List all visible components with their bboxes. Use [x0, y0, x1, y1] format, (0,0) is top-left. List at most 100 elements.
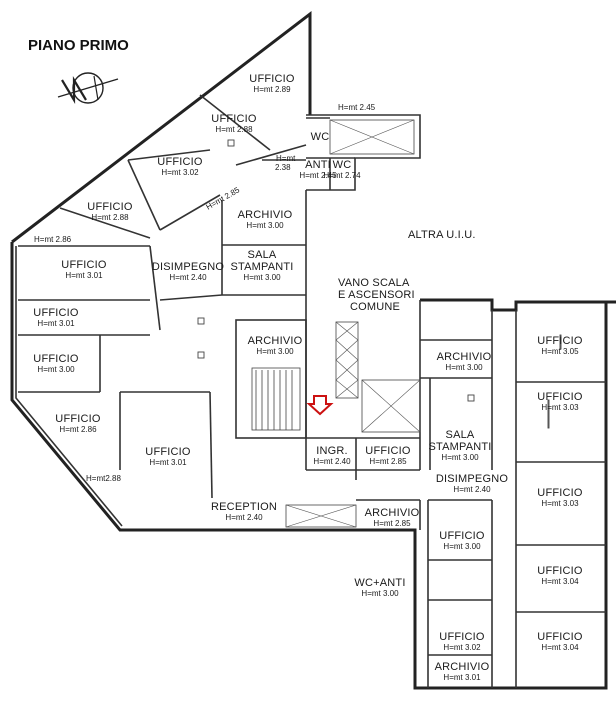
room-height: H=mt 3.00 [243, 273, 281, 282]
partition-18 [159, 294, 223, 301]
room-name: WC+ANTI [354, 577, 405, 589]
plan-title: PIANO PRIMO [28, 37, 129, 54]
room-height: H=mt 2.45 [299, 171, 337, 180]
room-name: SALA [248, 249, 277, 261]
height-note-288: H=mt2.88 [86, 474, 121, 483]
room-name: UFFICIO [537, 391, 583, 403]
room-height: H=mt 3.03 [541, 403, 579, 412]
room-height: H=mt 3.00 [37, 365, 75, 374]
height-note-285: H=mt 2.85 [205, 185, 242, 212]
partition-12 [209, 391, 213, 499]
outer-wall-right-annex [420, 298, 616, 312]
room-height: H=mt 2.85 [369, 457, 407, 466]
room-name: UFFICIO [439, 530, 485, 542]
north-arrow-icon [57, 72, 119, 104]
room-name: UFFICIO [87, 201, 133, 213]
entrance-arrow-icon [306, 395, 334, 416]
room-name: UFFICIO [157, 156, 203, 168]
room-height: H=mt 3.00 [443, 542, 481, 551]
room-height: H=mt 3.01 [65, 271, 103, 280]
room-height: H=mt 3.00 [361, 589, 399, 598]
inner-wall-west-offset [15, 246, 123, 527]
room-name: UFFICIO [537, 631, 583, 643]
height-note-238-a: H=mt [276, 154, 296, 163]
room-name: UFFICIO [249, 73, 295, 85]
room-height: H=mt 2.88 [215, 125, 253, 134]
wall-wc-block [306, 114, 421, 191]
room-height: H=mt 3.00 [246, 221, 284, 230]
room-name: WC [333, 159, 352, 171]
room-height: H=mt 2.40 [313, 457, 351, 466]
room-height: H=mt 2.85 [373, 519, 411, 528]
altra-uiu-label: ALTRA U.I.U. [408, 229, 476, 241]
room-name-line2: STAMPANTI [230, 261, 293, 273]
room-height: H=mt 3.03 [541, 499, 579, 508]
room-name: ARCHIVIO [248, 335, 303, 347]
partition-1 [127, 149, 211, 161]
room-name: UFFICIO [439, 631, 485, 643]
stair-block [235, 319, 307, 439]
room-height: H=mt 3.02 [161, 168, 199, 177]
room-height: H=mt 3.04 [541, 643, 579, 652]
room-height: H=mt 3.00 [445, 363, 483, 372]
partition-4 [59, 207, 151, 239]
room-name: UFFICIO [211, 113, 257, 125]
room-height: H=mt 2.88 [91, 213, 129, 222]
room-wc-small: WCH=mt 2.74 [323, 159, 361, 180]
outer-wall-north-diagonal [11, 10, 312, 244]
room-height: H=mt 2.40 [169, 273, 207, 282]
room-name: ARCHIVIO [365, 507, 420, 519]
room-height: H=mt 3.01 [443, 673, 481, 682]
height-note-286: H=mt 2.86 [34, 235, 72, 244]
room-height: H=mt 2.40 [225, 513, 263, 522]
room-name: UFFICIO [145, 446, 191, 458]
room-name: ANTI [305, 159, 331, 171]
room-name: UFFICIO [537, 487, 583, 499]
room-name: UFFICIO [537, 565, 583, 577]
room-name: SALA [446, 429, 475, 441]
outer-wall-west [10, 242, 300, 532]
room-height: H=mt 3.00 [256, 347, 294, 356]
room-height: H=mt 2.86 [59, 425, 97, 434]
room-height: H=mt 3.05 [541, 347, 579, 356]
partition-6 [149, 245, 161, 331]
partition-2 [199, 94, 271, 151]
room-name: UFFICIO [55, 413, 101, 425]
room-name: RECEPTION [211, 501, 277, 513]
room-name: UFFICIO [33, 307, 79, 319]
room-height: H=mt 3.01 [149, 458, 187, 467]
room-name-line2: STAMPANTI [428, 441, 491, 453]
room-name: UFFICIO [537, 335, 583, 347]
room-name: WC [311, 131, 330, 143]
height-note-245: H=mt 2.45 [338, 103, 376, 112]
partition-19 [235, 144, 307, 166]
room-name: DISIMPEGNO [436, 473, 509, 485]
elevator-shafts [285, 119, 421, 528]
structural-columns [197, 139, 562, 429]
height-note-238-b: 2.38 [275, 163, 291, 172]
room-height: H=mt 2.40 [453, 485, 491, 494]
room-ingr: INGR.H=mt 2.40 [313, 445, 351, 466]
